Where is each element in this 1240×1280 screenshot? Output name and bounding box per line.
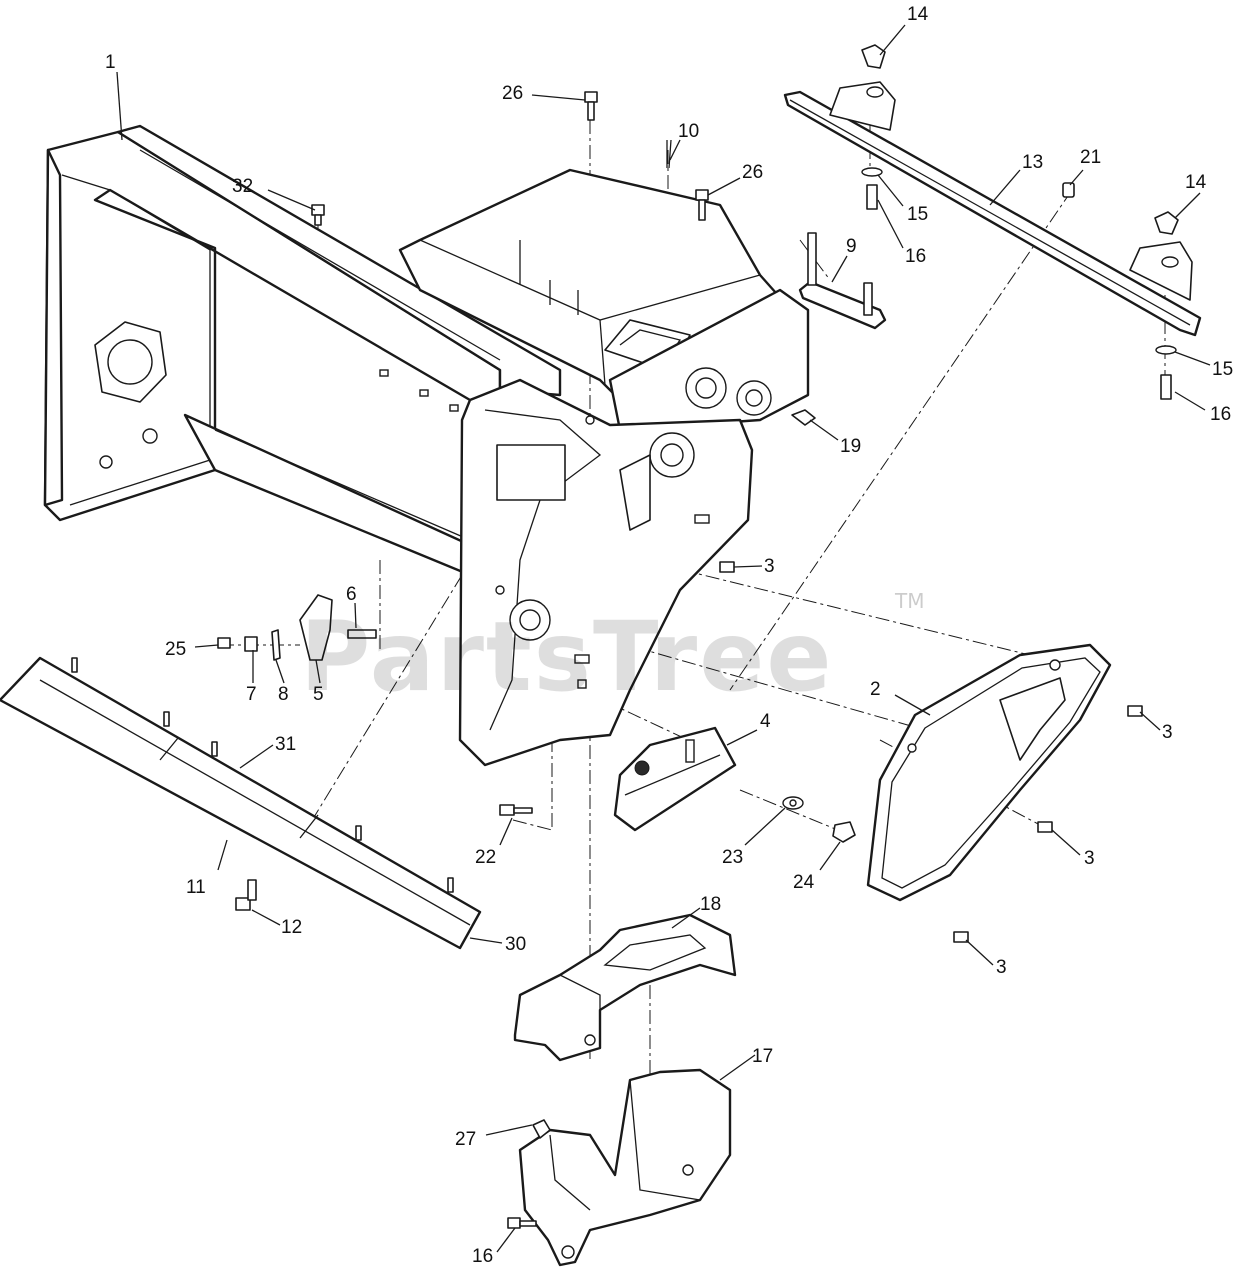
watermark-trademark: TM xyxy=(894,589,924,613)
part-19-clip xyxy=(791,409,816,426)
part-11-scraper-blade xyxy=(0,656,482,950)
part-27-16-lower-fasteners xyxy=(507,1119,551,1229)
watermark-text: PartsTree xyxy=(300,601,833,713)
callout-14b: 14 xyxy=(1185,172,1207,193)
callout-14a: 14 xyxy=(907,4,929,25)
callout-13: 13 xyxy=(1022,152,1043,173)
callout-11: 11 xyxy=(186,877,206,898)
callout-31: 31 xyxy=(275,734,296,755)
callout-26a: 26 xyxy=(502,83,523,104)
central-gearbox-body xyxy=(398,168,810,432)
bolts-top xyxy=(311,91,709,226)
callout-7: 7 xyxy=(246,684,257,705)
part-18-chute-base xyxy=(513,913,737,1062)
callout-21: 21 xyxy=(1080,147,1101,168)
callout-30: 30 xyxy=(505,934,526,955)
housing-right-plate xyxy=(458,378,754,767)
callout-5: 5 xyxy=(313,684,324,705)
callout-numbers: 1 2 3 3 3 3 4 5 6 7 8 9 10 11 12 13 14 1… xyxy=(105,4,1233,1267)
callout-27: 27 xyxy=(455,1129,476,1150)
callout-4: 4 xyxy=(760,711,771,732)
callout-19: 19 xyxy=(840,436,861,457)
callout-3c: 3 xyxy=(1084,848,1095,869)
part-15-16-washers-bolts xyxy=(861,167,1177,400)
callout-16a: 16 xyxy=(905,246,926,267)
part-22-23-24-fasteners xyxy=(499,796,856,843)
part-14-clip-nuts xyxy=(861,44,1179,235)
watermark: PartsTree TM xyxy=(300,589,924,713)
callout-8: 8 xyxy=(278,684,289,705)
part-12-bolt xyxy=(235,879,257,911)
part-13-top-bar xyxy=(783,81,1202,337)
callout-17: 17 xyxy=(752,1046,773,1067)
part-5-8-25-bracket-assembly xyxy=(217,594,377,661)
callout-leaders xyxy=(116,24,1211,1253)
callout-9: 9 xyxy=(846,236,857,257)
callout-32: 32 xyxy=(232,176,253,197)
callout-25: 25 xyxy=(165,639,186,660)
callout-24: 24 xyxy=(793,872,815,893)
callout-10: 10 xyxy=(678,121,699,142)
part-2-side-cover xyxy=(866,643,1112,902)
callout-18: 18 xyxy=(700,894,721,915)
callout-2: 2 xyxy=(870,679,881,700)
part-4-skid-shoe xyxy=(613,726,737,832)
callout-16c: 16 xyxy=(472,1246,493,1267)
callout-15a: 15 xyxy=(907,204,928,225)
callout-16b: 16 xyxy=(1210,404,1231,425)
callout-3a: 3 xyxy=(764,556,775,577)
part-3-bolts xyxy=(719,561,1143,943)
callout-22: 22 xyxy=(475,847,496,868)
callout-12: 12 xyxy=(281,917,302,938)
callout-1: 1 xyxy=(105,52,116,73)
callout-23: 23 xyxy=(722,847,743,868)
callout-26b: 26 xyxy=(742,162,763,183)
part-9-stud-plate xyxy=(798,232,887,330)
callout-3d: 3 xyxy=(996,957,1007,978)
callout-3b: 3 xyxy=(1162,722,1173,743)
part-17-lower-housing xyxy=(518,1068,732,1267)
callout-15b: 15 xyxy=(1212,359,1233,380)
callout-6: 6 xyxy=(346,584,357,605)
part-1-housing xyxy=(43,124,562,577)
